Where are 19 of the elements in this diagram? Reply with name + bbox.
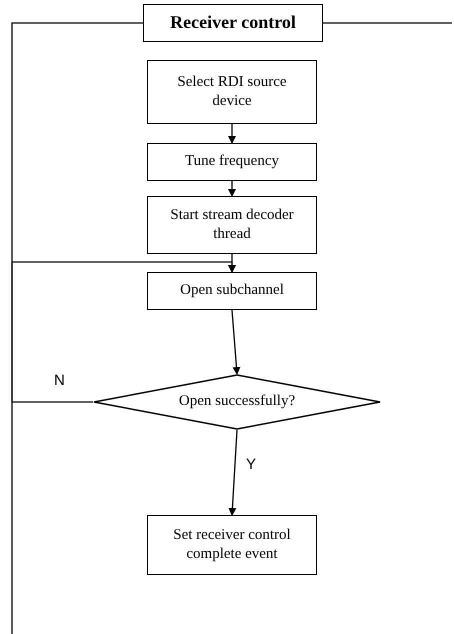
process-box (147, 60, 317, 124)
step-text: Open subchannel (180, 281, 284, 300)
arrow (228, 430, 238, 516)
step-text: Set receiver control complete event (172, 526, 292, 564)
arrow (228, 181, 236, 197)
arrow (11, 261, 236, 403)
step-text: Tune frequency (184, 152, 279, 172)
step-text: Open successfully? (178, 392, 296, 412)
title-box (143, 4, 323, 42)
process-box (147, 272, 317, 310)
process-box (147, 196, 317, 254)
step-text: Select RDI source device (176, 72, 288, 111)
decision-diamond (93, 374, 381, 430)
process-box (147, 143, 317, 181)
arrow (231, 310, 240, 375)
arrow (228, 124, 236, 144)
process-box (147, 515, 317, 575)
step-text: Start stream decoder thread (169, 206, 295, 244)
title: Receiver control (170, 11, 296, 34)
